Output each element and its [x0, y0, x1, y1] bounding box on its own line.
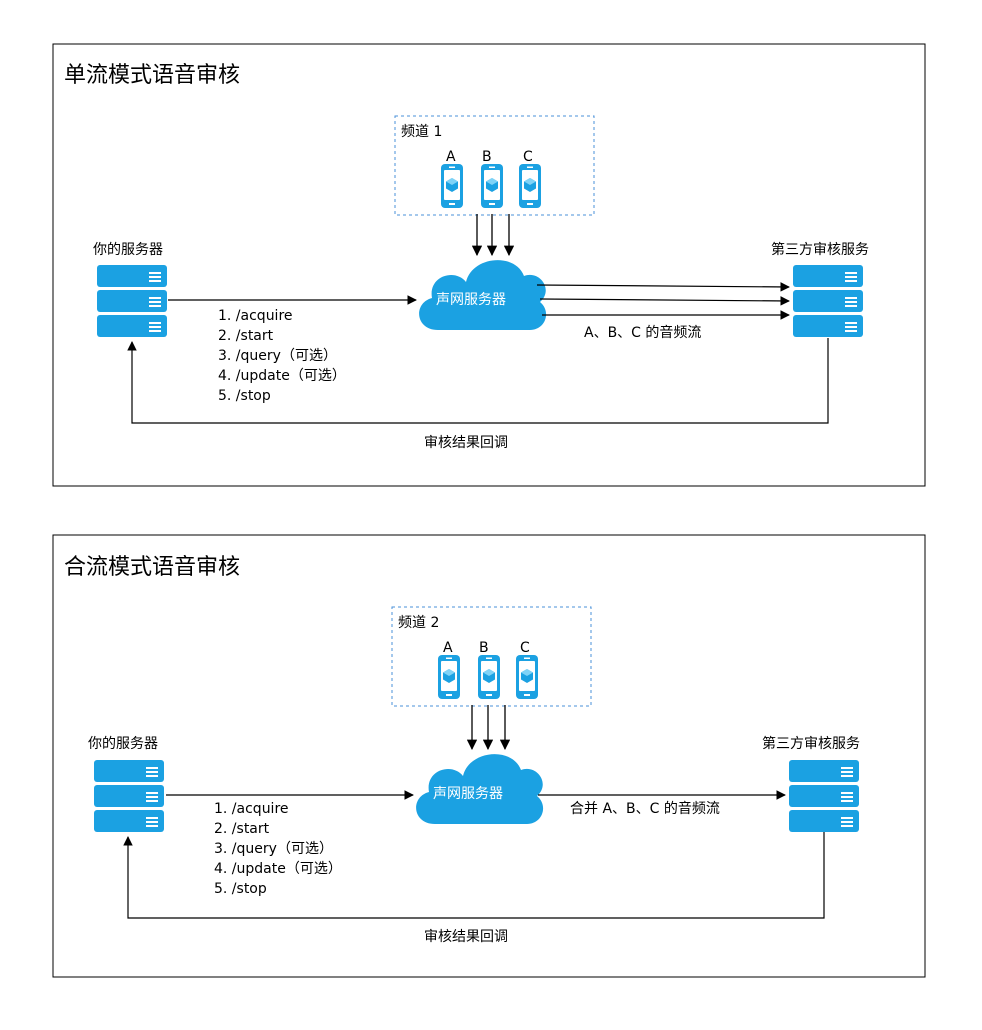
- stream-arrow: [536, 282, 790, 292]
- user-label-c: C: [520, 640, 530, 656]
- phone-icon: [478, 655, 500, 699]
- panel-title: 单流模式语音审核: [64, 63, 240, 88]
- user-label-c: C: [523, 149, 533, 165]
- third-party-label: 第三方审核服务: [762, 735, 860, 752]
- panel-mixed-stream: 合流模式语音审核 频道 2 A B C 你的服务器 声网服务器 1. /acqu…: [52, 534, 926, 978]
- panel-title: 合流模式语音审核: [64, 555, 240, 580]
- your-server-label: 你的服务器: [93, 242, 163, 258]
- panel-frame: [52, 534, 926, 978]
- phone-icon: [519, 164, 541, 208]
- step-query: 3. /query（可选）: [218, 348, 337, 364]
- phone-icon: [516, 655, 538, 699]
- user-label-a: A: [443, 640, 453, 656]
- panel-single-stream: 单流模式语音审核 频道 1 A B C 你的服务器 声网服务器 1. /acqu…: [52, 43, 926, 487]
- stream-arrow: [539, 296, 790, 306]
- step-update: 4. /update（可选）: [218, 368, 346, 384]
- callback-label: 审核结果回调: [424, 929, 508, 945]
- phone-icon: [481, 164, 503, 208]
- cloud-label: 声网服务器: [436, 292, 506, 308]
- stream-label: 合并 A、B、C 的音频流: [570, 800, 720, 817]
- step-start: 2. /start: [218, 328, 274, 344]
- user-label-b: B: [482, 149, 492, 165]
- your-server-icon: [97, 265, 167, 337]
- channel-label: 频道 2: [398, 615, 439, 631]
- channel-label: 频道 1: [401, 124, 442, 140]
- your-server-label: 你的服务器: [88, 736, 158, 752]
- stream-label: A、B、C 的音频流: [584, 324, 701, 341]
- user-label-b: B: [479, 640, 489, 656]
- channel-box: [394, 115, 595, 216]
- step-acquire: 1. /acquire: [214, 801, 289, 817]
- step-start: 2. /start: [214, 821, 270, 837]
- third-party-label: 第三方审核服务: [771, 241, 869, 258]
- step-update: 4. /update（可选）: [214, 861, 342, 877]
- cloud-icon: [419, 260, 547, 330]
- third-party-server-icon: [793, 265, 863, 337]
- step-stop: 5. /stop: [218, 388, 271, 404]
- your-server-icon: [94, 760, 164, 832]
- callback-label: 审核结果回调: [424, 435, 508, 451]
- callback-arrow: [127, 338, 829, 424]
- channel-box: [391, 606, 592, 707]
- cloud-label: 声网服务器: [433, 786, 503, 802]
- callback-arrow: [123, 832, 825, 919]
- user-label-a: A: [446, 149, 456, 165]
- phone-icon: [438, 655, 460, 699]
- third-party-server-icon: [789, 760, 859, 832]
- cloud-icon: [416, 754, 544, 824]
- step-acquire: 1. /acquire: [218, 308, 293, 324]
- step-query: 3. /query（可选）: [214, 841, 333, 857]
- step-stop: 5. /stop: [214, 881, 267, 897]
- panel-frame: [52, 43, 926, 487]
- phone-icon: [441, 164, 463, 208]
